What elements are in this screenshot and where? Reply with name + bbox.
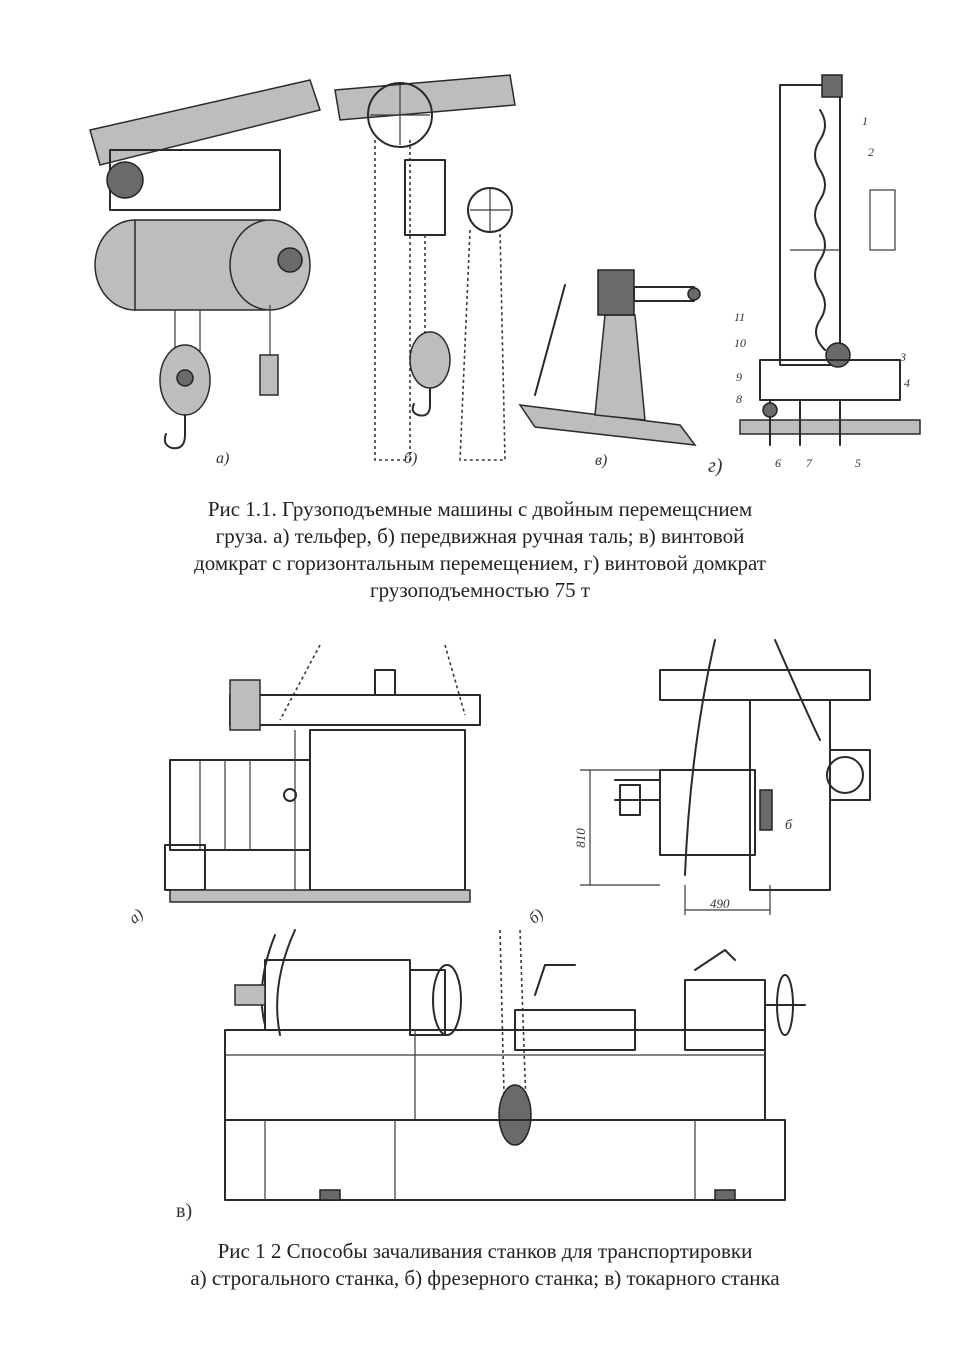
- part-number-9: 9: [736, 370, 742, 384]
- lathe-drawing: [215, 925, 815, 1215]
- sublabel-fig1-v: в): [595, 452, 608, 469]
- part-number-1: 1: [862, 114, 868, 128]
- sublabel-fig1-b: б): [404, 450, 418, 467]
- telpher-drawing: [80, 70, 340, 480]
- part-number-3: 3: [900, 350, 906, 364]
- part-number-10: 10: [734, 336, 746, 350]
- part-number-8: 8: [736, 392, 742, 406]
- arrow-label-b: б: [785, 818, 793, 833]
- sublabel-fig2-a: а): [125, 905, 147, 928]
- part-number-7: 7: [806, 456, 812, 470]
- screw-jack-drawing: [510, 255, 710, 465]
- part-number-4: 4: [904, 376, 910, 390]
- figure1-caption-line: грузоподъемностью 75 т: [370, 578, 590, 602]
- sublabel-fig1-a: а): [216, 450, 230, 467]
- part-number-2: 2: [868, 145, 874, 159]
- figure2-caption-line: а) строгального станка, б) фрезерного ст…: [190, 1266, 780, 1290]
- figure2-caption-line: Рис 1 2 Способы зачаливания станков для …: [217, 1239, 753, 1263]
- part-number-11: 11: [734, 310, 746, 324]
- figure1-caption-line: Рис 1.1. Грузоподъемные машины с двойным…: [207, 497, 753, 521]
- heavy-screw-jack-drawing: [730, 70, 930, 470]
- figure1-caption: Рис 1.1. Грузоподъемные машины с двойным…: [100, 496, 860, 604]
- planing-machine-drawing: [150, 640, 490, 920]
- chain-hoist-drawing: [330, 70, 530, 470]
- dimension-490: 490: [710, 896, 730, 911]
- dimension-810: 810: [572, 828, 588, 848]
- figure1-caption-line: домкрат с горизонтальным перемещением, г…: [194, 551, 766, 575]
- figure1-caption-line: груза. а) тельфер, б) передвижная ручная…: [215, 524, 745, 548]
- figure2-caption: Рис 1 2 Способы зачаливания станков для …: [90, 1238, 880, 1292]
- part-number-5: 5: [855, 456, 861, 470]
- sublabel-fig1-g: г): [708, 455, 723, 477]
- milling-machine-drawing: [570, 630, 890, 930]
- sublabel-fig2-v: в): [176, 1200, 193, 1222]
- part-number-6: 6: [775, 456, 781, 470]
